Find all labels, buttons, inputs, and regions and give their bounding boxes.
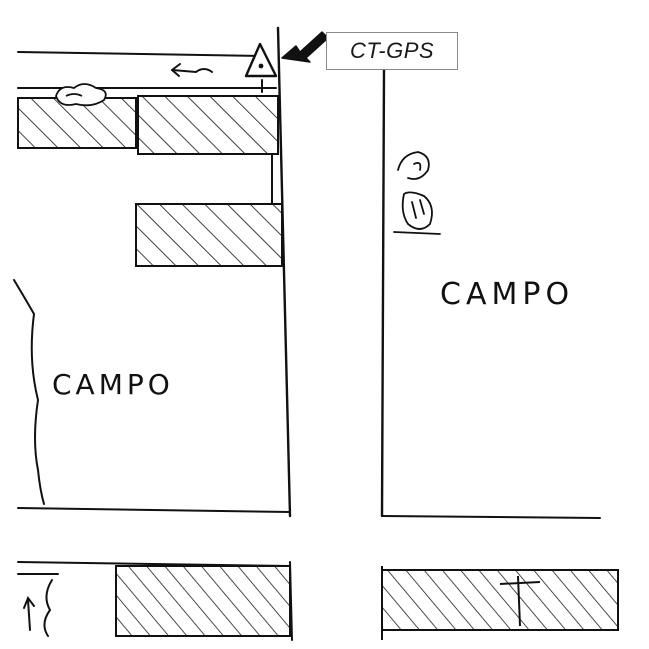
scribble-shrub	[55, 83, 107, 107]
left-field-label: CAMPO	[52, 368, 174, 401]
bottom-left-lines	[17, 561, 293, 641]
road-center-lines	[276, 26, 386, 518]
arrow-icon	[281, 31, 329, 63]
triangle-with-dot-icon	[244, 42, 278, 78]
callout-box: CT-GPS	[326, 32, 458, 70]
hatched-block-bottom-right	[381, 566, 619, 640]
right-field-label: CAMPO	[440, 277, 574, 312]
road-top-lines	[17, 51, 277, 93]
hatched-block-top-right	[137, 95, 279, 155]
callout-label: CT-GPS	[349, 38, 435, 63]
scribble-figure	[393, 151, 441, 235]
hatched-block-top-left	[17, 97, 137, 149]
hatched-block-bottom-left	[115, 565, 291, 637]
hatched-block-middle	[135, 154, 283, 267]
left-field-boundary	[13, 279, 601, 519]
left-arrow-icon	[171, 63, 213, 77]
